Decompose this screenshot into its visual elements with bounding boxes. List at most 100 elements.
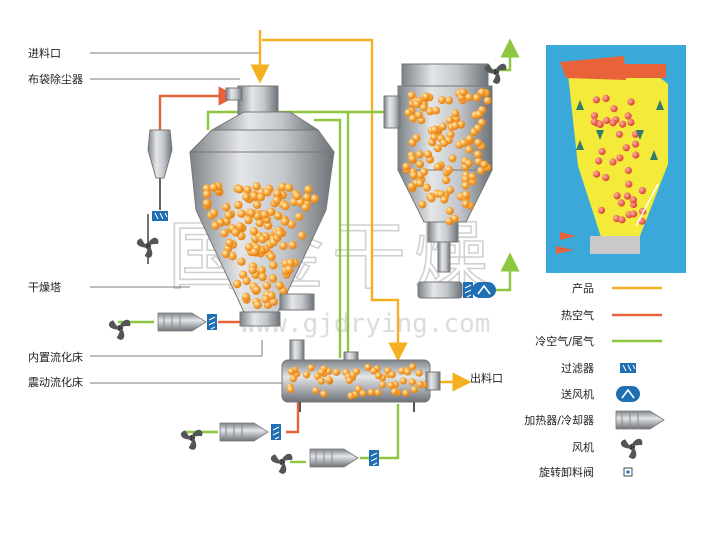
- particle: [619, 121, 626, 128]
- particle: [402, 390, 409, 397]
- particle: [391, 388, 398, 395]
- fan-icon-1: [136, 237, 159, 259]
- legend-item-hot_air: 热空气: [561, 308, 662, 322]
- filter-icon-4: [369, 450, 379, 466]
- particle: [475, 110, 483, 118]
- airflow-inset: [546, 45, 686, 273]
- particle: [312, 387, 319, 394]
- particle: [248, 266, 256, 274]
- particle: [263, 282, 271, 290]
- particle: [440, 196, 448, 204]
- particle: [445, 97, 453, 105]
- legend-item-cold_air: 冷空气/尾气: [535, 334, 662, 348]
- particle: [462, 181, 470, 189]
- particle: [311, 194, 319, 202]
- particle: [440, 139, 448, 147]
- particle: [237, 210, 245, 218]
- particle: [387, 382, 394, 389]
- particle: [420, 168, 428, 176]
- particle: [593, 96, 600, 103]
- label-internal-fluid-bed: 内置流化床: [28, 350, 83, 364]
- legend-label: 送风机: [561, 387, 594, 401]
- particle: [623, 144, 630, 151]
- particle: [210, 183, 218, 191]
- particle: [445, 166, 453, 174]
- legend-item-blower: 送风机: [561, 386, 640, 402]
- blower-icon: [472, 282, 496, 298]
- particle: [411, 386, 418, 393]
- particle: [602, 95, 609, 102]
- particle: [449, 154, 457, 162]
- particle: [459, 88, 467, 96]
- particle: [462, 191, 470, 199]
- legend-label: 产品: [572, 281, 594, 295]
- particle: [242, 293, 250, 301]
- particle: [298, 231, 306, 239]
- particle: [301, 203, 309, 211]
- particle: [627, 119, 634, 126]
- legend-label: 过滤器: [561, 362, 594, 375]
- particle: [276, 281, 284, 289]
- label-bag-filter: 布袋除尘器: [28, 72, 83, 86]
- legend-item-fan: 风机: [572, 438, 642, 460]
- filter-icon: [620, 363, 636, 373]
- particle: [478, 88, 486, 96]
- particle: [409, 363, 416, 370]
- particle: [609, 158, 616, 165]
- particle: [595, 157, 602, 164]
- particle: [416, 160, 424, 168]
- particle: [237, 258, 245, 266]
- particle: [288, 368, 295, 375]
- legend-label: 风机: [572, 440, 594, 454]
- particle: [275, 229, 283, 237]
- particle: [434, 163, 442, 171]
- particle: [423, 184, 431, 192]
- particle: [602, 174, 609, 181]
- hot-air-pipe-bottom: [286, 402, 298, 432]
- particle: [466, 135, 474, 143]
- particle: [438, 96, 446, 104]
- particle: [389, 371, 396, 378]
- particle: [267, 253, 275, 261]
- particle: [465, 159, 473, 167]
- particle: [290, 375, 297, 382]
- particle: [597, 121, 604, 128]
- particle: [599, 148, 606, 155]
- particle: [326, 376, 333, 383]
- particle: [410, 171, 418, 179]
- particle: [220, 229, 228, 237]
- particle: [303, 193, 311, 201]
- particle: [628, 98, 635, 105]
- particle: [225, 239, 233, 247]
- particle: [614, 192, 621, 199]
- particle: [465, 146, 473, 154]
- particle: [446, 186, 454, 194]
- fan-icon: [620, 438, 643, 460]
- particle: [269, 261, 277, 269]
- particle: [260, 210, 268, 218]
- particle: [210, 209, 218, 217]
- particle: [359, 390, 366, 397]
- filter-icon-3: [271, 424, 281, 440]
- vibrating-fluid-bed: [282, 340, 440, 412]
- particle: [408, 92, 416, 100]
- heater-icon-2: [220, 423, 268, 441]
- particle: [347, 392, 354, 399]
- particle: [409, 378, 416, 385]
- particle: [434, 144, 442, 152]
- legend-label: 热空气: [561, 308, 594, 322]
- particle: [424, 150, 432, 158]
- particle: [439, 122, 447, 130]
- cold-air-pipe-4: [360, 404, 398, 458]
- particle: [415, 111, 423, 119]
- blower-icon: [616, 386, 640, 402]
- particle: [412, 134, 420, 142]
- particle: [462, 200, 470, 208]
- legend-label: 冷空气/尾气: [535, 334, 594, 348]
- particle: [303, 371, 310, 378]
- particle: [610, 105, 617, 112]
- particle: [233, 280, 241, 288]
- particle: [232, 228, 240, 236]
- particle: [203, 199, 211, 207]
